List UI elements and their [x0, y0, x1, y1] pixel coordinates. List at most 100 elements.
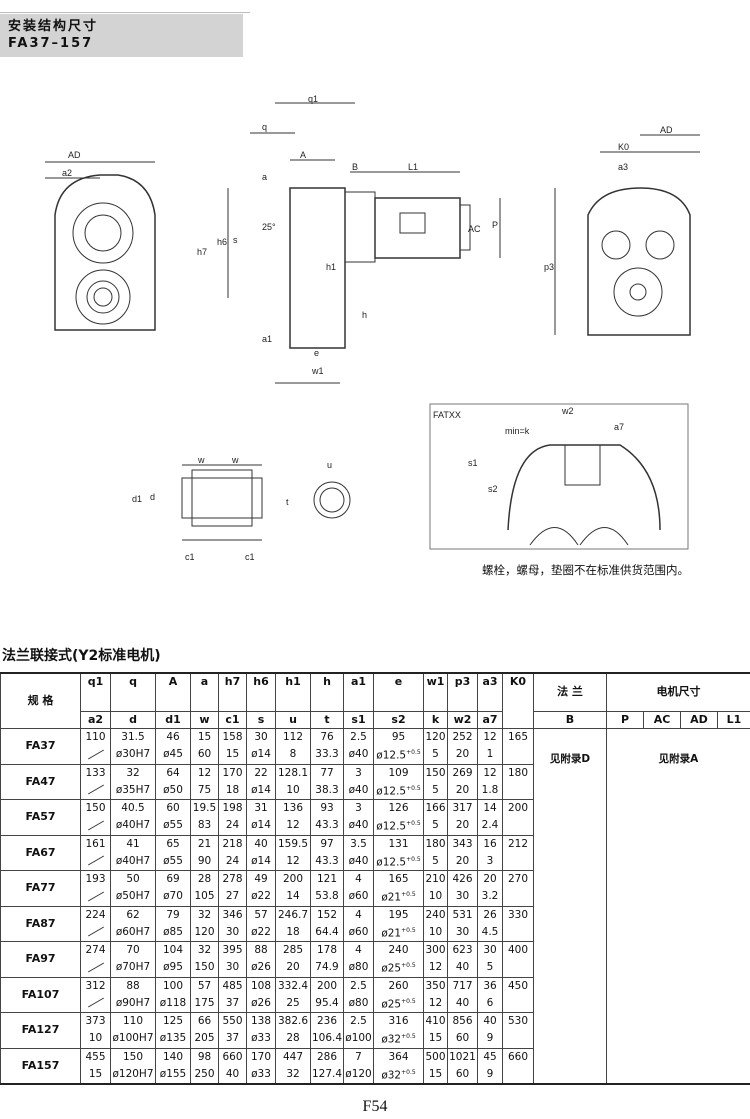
- cell-k: 5: [423, 780, 448, 800]
- column-subheader-c1: c1: [218, 710, 247, 730]
- model-cell: FA127: [0, 1012, 81, 1049]
- cell-A: 60: [155, 799, 191, 816]
- cell-q1: 150: [80, 799, 111, 816]
- cell-w: 120: [190, 922, 219, 942]
- motor-sub-header-AC: AC: [643, 710, 681, 730]
- cell-a1: 2.5: [343, 1012, 374, 1029]
- column-header-h7: h7: [218, 672, 247, 712]
- cell-e: 195: [373, 905, 424, 923]
- cell-h6: 30: [246, 728, 276, 745]
- column-header-h6: h6: [246, 672, 276, 712]
- cell-h6: 108: [246, 976, 276, 994]
- cell-a3: 45: [477, 1047, 503, 1065]
- cell-a3: 26: [477, 905, 503, 923]
- cell-K0: 660: [502, 1047, 534, 1084]
- column-header-q: q: [110, 672, 156, 712]
- flange-value-cell: 见附录D: [533, 728, 607, 1085]
- cell-h7: 485: [218, 976, 247, 994]
- cell-a2: [80, 745, 111, 765]
- cell-value: ø32: [381, 1069, 402, 1081]
- cell-s1: ø40: [343, 851, 374, 871]
- cell-k: 10: [423, 922, 448, 942]
- column-subheader-t: t: [310, 710, 344, 730]
- cell-t: 95.4: [310, 993, 344, 1013]
- label-u: u: [327, 460, 332, 470]
- cell-t: 74.9: [310, 958, 344, 978]
- cell-K0: 530: [502, 1012, 534, 1048]
- cell-a2: [80, 780, 111, 800]
- cell-w: 205: [190, 1029, 219, 1049]
- cell-q1: 373: [80, 1012, 111, 1029]
- cell-a2: [80, 993, 111, 1013]
- cell-a1: 2.5: [343, 976, 374, 994]
- tolerance: +0.5: [406, 820, 421, 827]
- cell-q: 88: [110, 976, 156, 994]
- cell-a7: 1: [477, 745, 503, 765]
- cell-t: 127.4: [310, 1064, 344, 1085]
- cell-a2: [80, 851, 111, 871]
- cell-s: ø22: [246, 887, 276, 907]
- cell-w: 75: [190, 780, 219, 800]
- column-subheader-u: u: [275, 710, 311, 730]
- cell-e: 260: [373, 976, 424, 994]
- cell-value: ø21: [381, 927, 402, 939]
- cell-k: 5: [423, 851, 448, 871]
- model-cell: FA87: [0, 905, 81, 942]
- cell-q: 150: [110, 1047, 156, 1065]
- cell-a1: 2.5: [343, 728, 374, 745]
- column-header-e: e: [373, 672, 424, 712]
- section-title: 法兰联接式(Y2标准电机): [2, 648, 161, 664]
- slash-mark: [87, 855, 104, 866]
- cell-d: ø120H7: [110, 1064, 156, 1085]
- label-angle: 25°: [262, 222, 276, 232]
- label-min-k: min=k: [505, 426, 530, 436]
- cell-h6: 170: [246, 1047, 276, 1065]
- cell-w2: 20: [447, 780, 478, 800]
- label-ad-left: AD: [68, 150, 81, 160]
- cell-w1: 210: [423, 870, 448, 887]
- cell-w2: 40: [447, 993, 478, 1013]
- motor-sub-header-AD: AD: [680, 710, 718, 730]
- cell-a: 66: [190, 1012, 219, 1029]
- cell-d: ø40H7: [110, 851, 156, 871]
- cell-c1: 18: [218, 780, 247, 800]
- cell-w2: 60: [447, 1064, 478, 1085]
- cell-e: 165: [373, 870, 424, 887]
- slash-mark: [87, 784, 104, 795]
- label-B: B: [352, 162, 358, 172]
- cell-q: 40.5: [110, 799, 156, 816]
- column-subheader-w: w: [190, 710, 219, 730]
- cell-p3: 856: [447, 1012, 478, 1029]
- cell-d: ø70H7: [110, 958, 156, 978]
- cell-w: 105: [190, 887, 219, 907]
- column-header-w1: w1: [423, 672, 448, 712]
- cell-s: ø26: [246, 958, 276, 978]
- cell-c1: 40: [218, 1064, 247, 1085]
- cell-h1: 200: [275, 870, 311, 887]
- cell-k: 15: [423, 1064, 448, 1085]
- cell-u: 18: [275, 922, 311, 942]
- cell-u: 32: [275, 1064, 311, 1085]
- cell-s2: ø21+0.5: [373, 887, 424, 907]
- label-AC: AC: [468, 224, 481, 234]
- label-a7: a7: [614, 422, 624, 432]
- cell-d1: ø45: [155, 745, 191, 765]
- title-box: 安装结构尺寸 FA37–157: [0, 14, 243, 57]
- cell-s1: ø80: [343, 993, 374, 1013]
- label-h7: h7: [197, 247, 207, 257]
- cell-A: 125: [155, 1012, 191, 1029]
- cell-s: ø26: [246, 993, 276, 1013]
- cell-p3: 252: [447, 728, 478, 745]
- cell-q1: 161: [80, 834, 111, 852]
- cell-u: 10: [275, 780, 311, 800]
- right-view-drawing: K0 AD a3 p3: [544, 125, 700, 336]
- cell-c1: 24: [218, 851, 247, 871]
- cell-h6: 40: [246, 834, 276, 852]
- cell-a3: 14: [477, 799, 503, 816]
